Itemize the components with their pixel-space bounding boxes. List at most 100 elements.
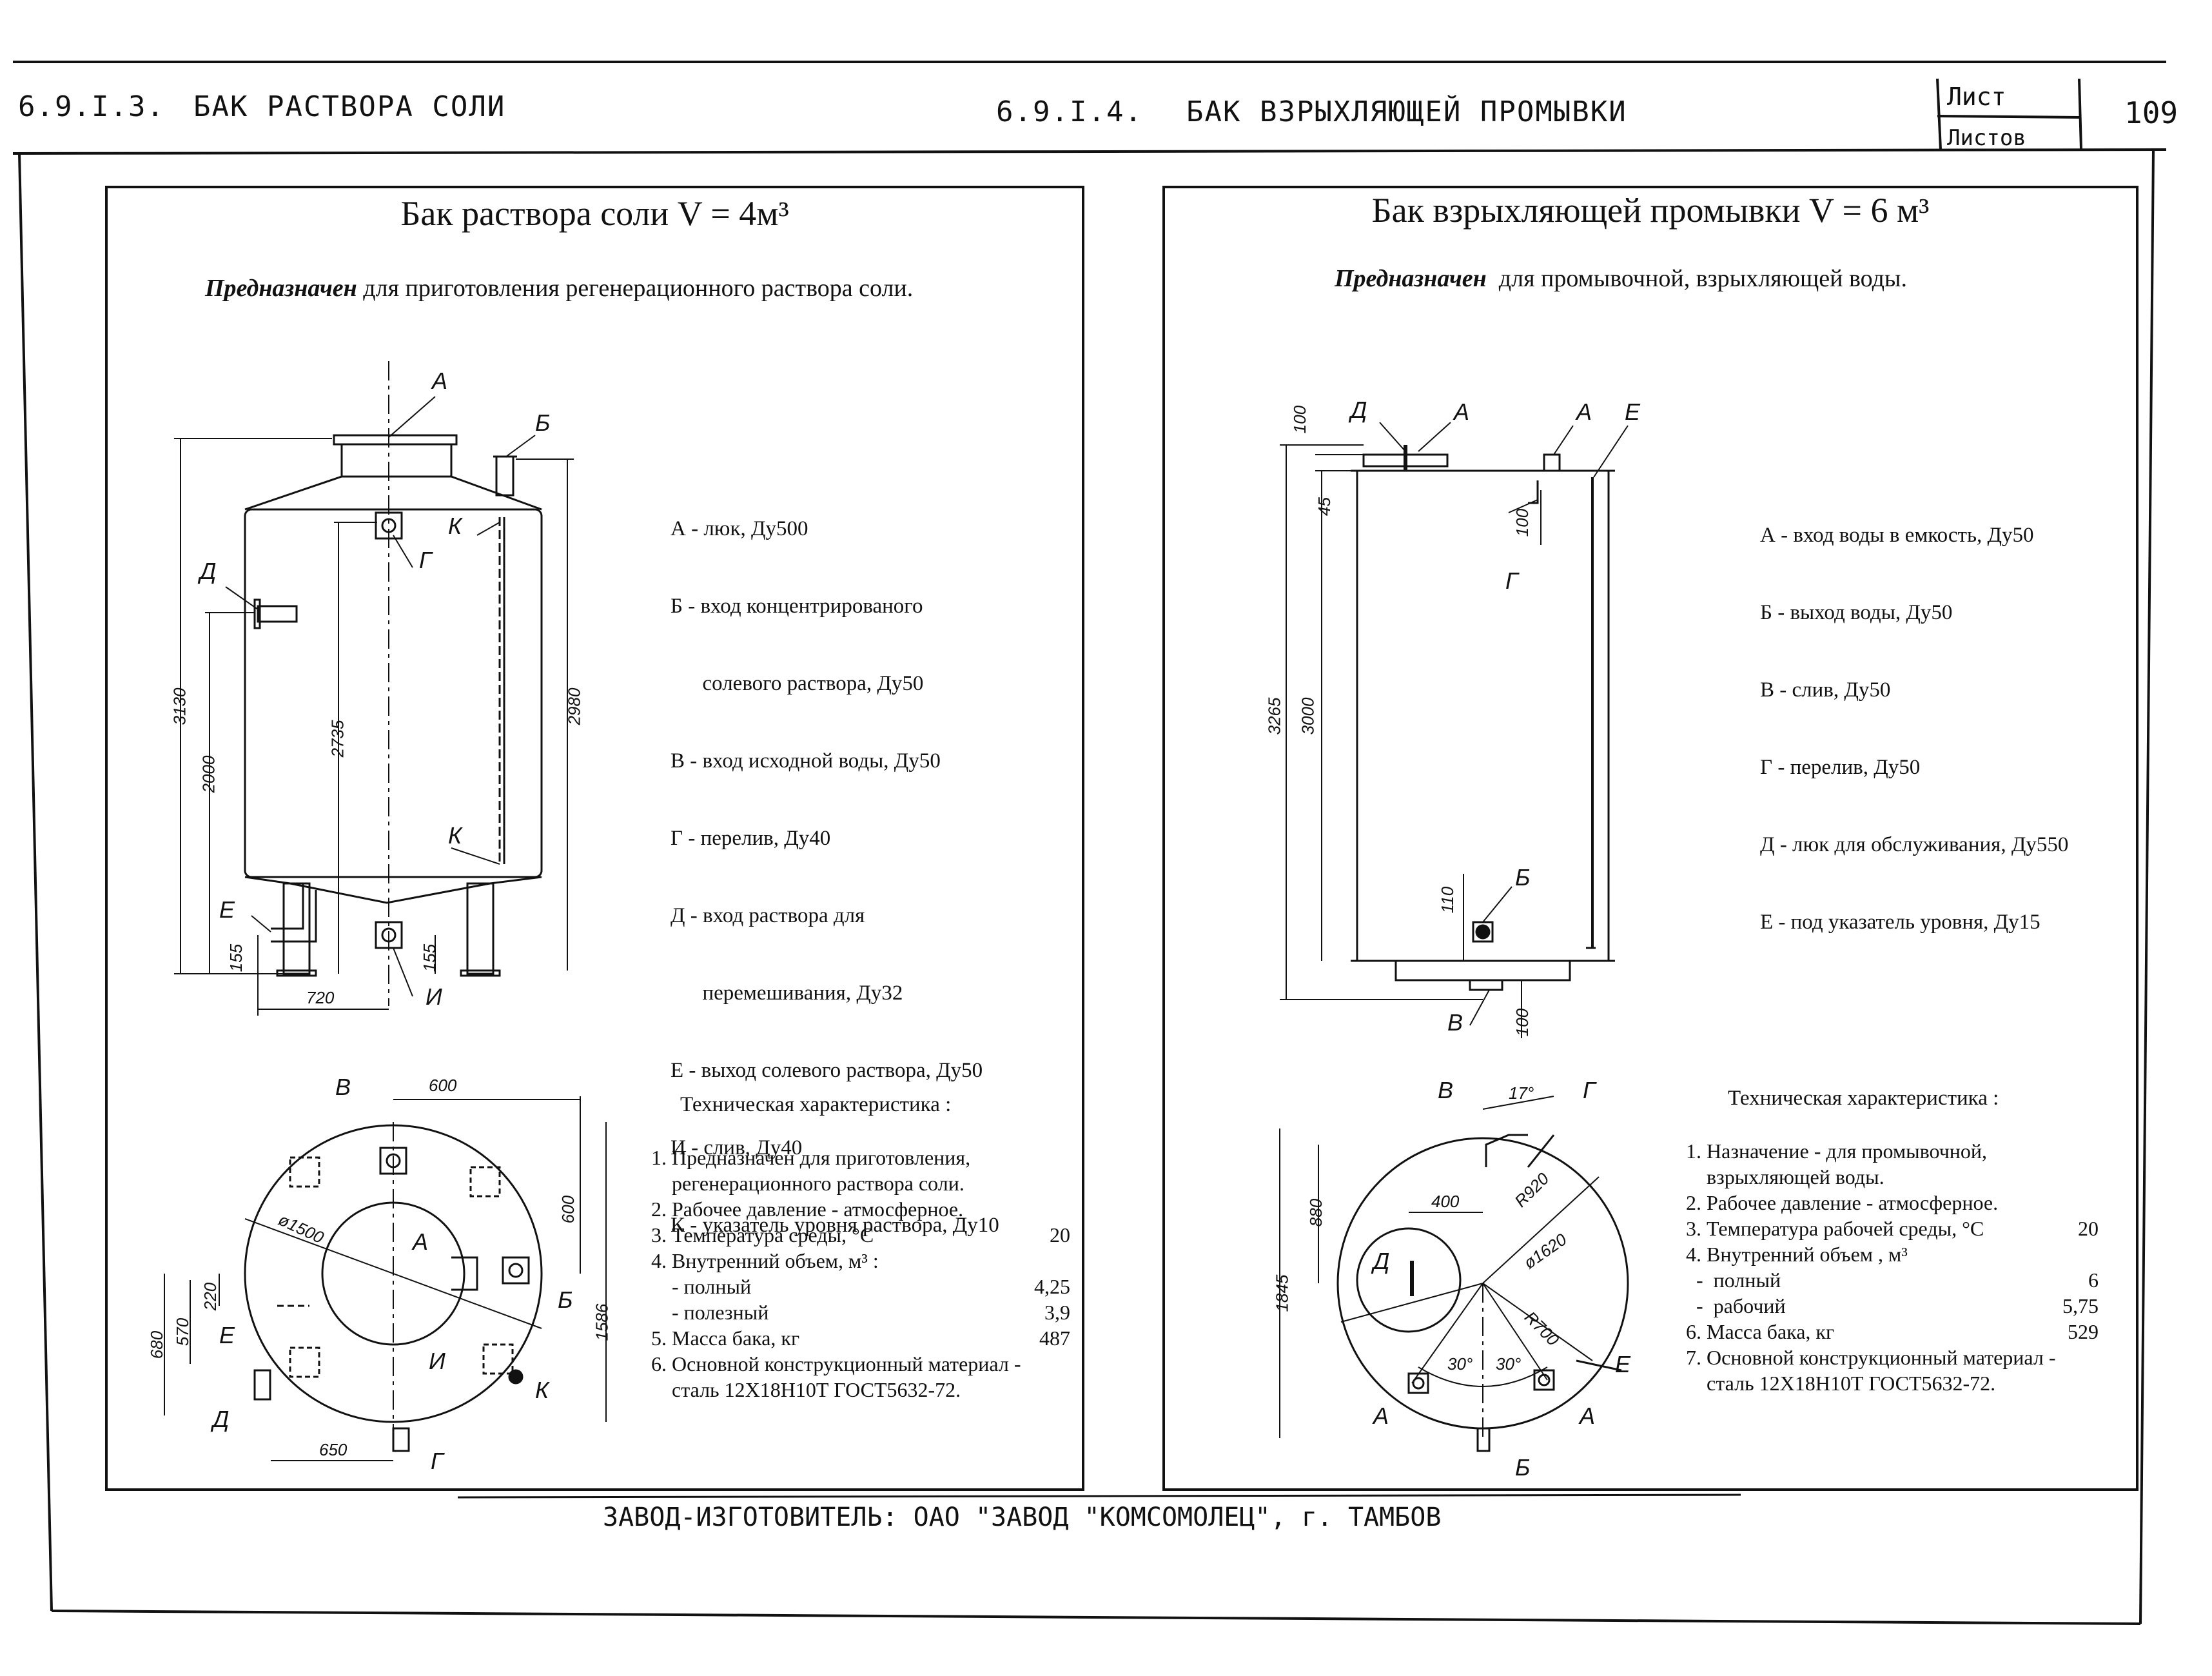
- header-mid-code: 6.9.I.4.: [996, 95, 1143, 128]
- dim-600-side: 600: [558, 1195, 578, 1224]
- tech-row: регенерационного раствора соли.: [651, 1172, 964, 1195]
- header-sheet-number: 109: [2124, 95, 2178, 130]
- manufacturer-footer: ЗАВОД-ИЗГОТОВИТЕЛЬ: ОАО "ЗАВОД "КОМСОМОЛ…: [603, 1503, 1442, 1532]
- legend-item: А - люк, Ду500: [670, 517, 808, 540]
- r-label-E: Е: [1625, 399, 1641, 425]
- plan-label-V: В: [335, 1074, 351, 1100]
- right-legend: А - вход воды в емкость, Ду50 Б - выход …: [1760, 471, 2068, 961]
- dim-220: 220: [201, 1282, 220, 1311]
- label-I: И: [426, 983, 442, 1010]
- plan-label-I: И: [429, 1348, 445, 1374]
- footer-rule: [457, 1494, 1741, 1499]
- r-dim-3000: 3000: [1298, 697, 1318, 735]
- left-tank-side-view: [174, 361, 574, 1016]
- left-tank-plan-view: [164, 1096, 607, 1461]
- right-tank-side-view: [1280, 422, 1629, 1038]
- dim-155-left: 155: [226, 943, 246, 972]
- r-dim-100-mid: 100: [1512, 508, 1532, 537]
- r-label-D: Д: [1351, 397, 1367, 423]
- tech-row: взрыхляющей воды.: [1686, 1165, 1884, 1188]
- legend-item: Б - вход концентрированого: [670, 595, 923, 618]
- r-plan-label-A-left: А: [1373, 1403, 1389, 1429]
- r-dim-100-bot: 100: [1512, 1008, 1532, 1037]
- r-dim-45: 45: [1314, 497, 1334, 516]
- left-purpose: Предназначен для приготовления регенерац…: [205, 274, 913, 302]
- tech-row: 2. Рабочее давление - атмосферное.: [651, 1198, 964, 1221]
- tech-row: сталь 12Х18Н10Т ГОСТ5632-72.: [651, 1378, 961, 1401]
- label-K: К: [448, 513, 462, 539]
- sheet-frame: [12, 61, 2167, 1625]
- right-purpose-text: для промывочной, взрыхляющей воды.: [1498, 265, 1907, 292]
- dim-720: 720: [306, 988, 335, 1007]
- dim-2000: 2000: [199, 755, 219, 793]
- header-sheets-label: Листов: [1947, 125, 2026, 151]
- dim-680: 680: [147, 1330, 167, 1359]
- tech-row: сталь 12Х18Н10Т ГОСТ5632-72.: [1686, 1372, 1996, 1395]
- label-E: Е: [219, 896, 235, 923]
- legend-item: солевого раствора, Ду50: [670, 672, 924, 695]
- label-D: Д: [200, 558, 217, 584]
- right-tech-list: 1. Назначение - для промывочной, взрыхля…: [1686, 1138, 2099, 1396]
- r-label-B: Б: [1515, 864, 1531, 891]
- r-label-V: В: [1447, 1009, 1463, 1036]
- r-plan-label-G: Г: [1583, 1077, 1596, 1103]
- r-label-A2: А: [1576, 399, 1592, 425]
- r-dim-1845: 1845: [1272, 1274, 1292, 1312]
- tech-row: 7. Основной конструкционный материал -: [1686, 1346, 2056, 1369]
- left-legend: А - люк, Ду500 Б - вход концентрированог…: [670, 464, 999, 1264]
- left-title: Бак раствора соли V = 4м³: [400, 194, 789, 233]
- legend-item: Е - выход солевого раствора, Ду50: [670, 1059, 983, 1082]
- r-plan-label-E: Е: [1615, 1351, 1631, 1377]
- left-purpose-lead: Предназначен: [205, 275, 357, 302]
- plan-label-G: Г: [431, 1448, 444, 1474]
- legend-item: Е - под указатель уровня, Ду15: [1760, 911, 2041, 934]
- left-tech-heading: Техническая характеристика :: [680, 1093, 952, 1116]
- r-dim-110: 110: [1438, 886, 1458, 914]
- header-left-title: БАК РАСТВОРА СОЛИ: [193, 90, 506, 123]
- right-title: Бак взрыхляющей промывки V = 6 м³: [1371, 191, 1930, 230]
- r-dim-400: 400: [1431, 1192, 1460, 1211]
- legend-item: Д - люк для обслуживания, Ду550: [1760, 833, 2069, 856]
- tech-row: 6. Основной конструкционный материал -: [651, 1352, 1021, 1375]
- header-left-code: 6.9.I.3.: [18, 90, 165, 123]
- plan-label-B: Б: [558, 1287, 573, 1313]
- r-dim-30-right: 30°: [1496, 1354, 1522, 1374]
- header-mid-title: БАК ВЗРЫХЛЯЮЩЕЙ ПРОМЫВКИ: [1186, 95, 1627, 128]
- legend-item: А - вход воды в емкость, Ду50: [1760, 524, 2034, 547]
- label-B: Б: [535, 409, 551, 436]
- legend-item: В - вход исходной воды, Ду50: [670, 749, 941, 773]
- label-A: А: [432, 368, 448, 394]
- r-dim-3265: 3265: [1264, 697, 1284, 735]
- r-dim-30-left: 30°: [1447, 1354, 1473, 1374]
- r-label-A: А: [1454, 399, 1470, 425]
- dim-2980: 2980: [564, 687, 584, 725]
- right-purpose-lead: Предназначен: [1335, 265, 1487, 292]
- dim-600-top: 600: [429, 1076, 457, 1095]
- dim-2735: 2735: [328, 720, 347, 758]
- legend-item: Д - вход раствора для: [670, 904, 865, 927]
- dim-570: 570: [173, 1317, 193, 1346]
- dim-1586: 1586: [592, 1303, 612, 1341]
- plan-label-D: Д: [213, 1406, 230, 1432]
- tech-row: 1. Предназначен для приготовления,: [651, 1146, 971, 1169]
- legend-item: К - указатель уровня раствора, Ду10: [670, 1214, 999, 1237]
- tech-row: 2. Рабочее давление - атмосферное.: [1686, 1191, 1999, 1214]
- left-panel-border: [105, 186, 1084, 1491]
- legend-item: И - слив, Ду40: [670, 1136, 803, 1159]
- r-plan-label-V: В: [1438, 1077, 1454, 1103]
- r-label-G: Г: [1505, 567, 1518, 594]
- tech-row: 1. Назначение - для промывочной,: [1686, 1139, 1988, 1163]
- right-panel-border: [1162, 186, 2139, 1491]
- tech-row: 4. Внутренний объем , м³: [1686, 1243, 1908, 1266]
- dim-3130: 3130: [170, 687, 190, 725]
- header-sheet-label: Лист: [1947, 83, 2006, 111]
- label-G: Г: [419, 547, 432, 573]
- right-tech-heading: Техническая характеристика :: [1728, 1087, 1999, 1110]
- r-dim-880: 880: [1306, 1198, 1326, 1227]
